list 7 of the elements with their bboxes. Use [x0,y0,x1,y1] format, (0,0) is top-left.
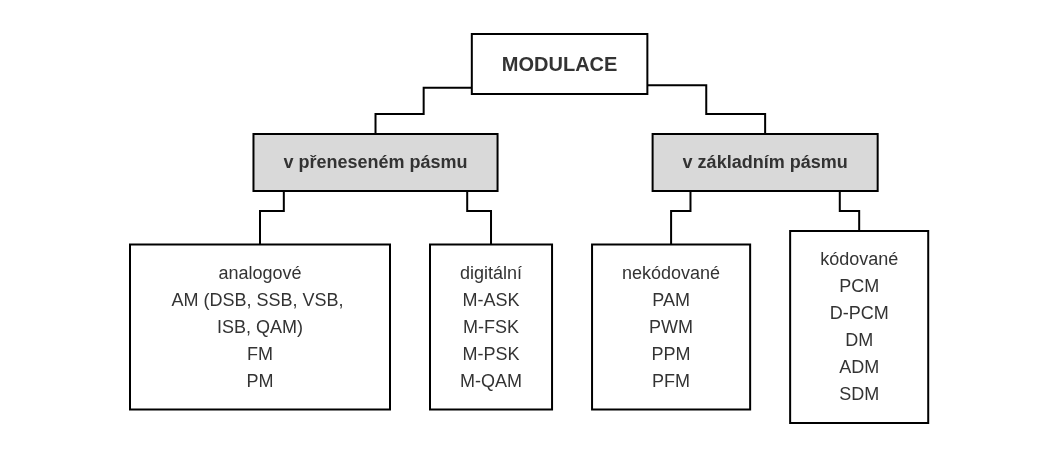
node-box: v základním pásmu [652,133,880,192]
node-box: MODULACE [471,33,649,95]
node-box: kódované PCM D-PCM DM ADM SDM [789,230,930,424]
node-box: analogové AM (DSB, SSB, VSB, ISB, QAM) FM PM [129,243,392,411]
node-box: v přeneseném pásmu [252,133,499,192]
node-box: digitální M-ASK M-FSK M-PSK M-QAM [429,243,554,411]
node-box: nekódované PAM PWM PPM PFM [591,243,752,411]
